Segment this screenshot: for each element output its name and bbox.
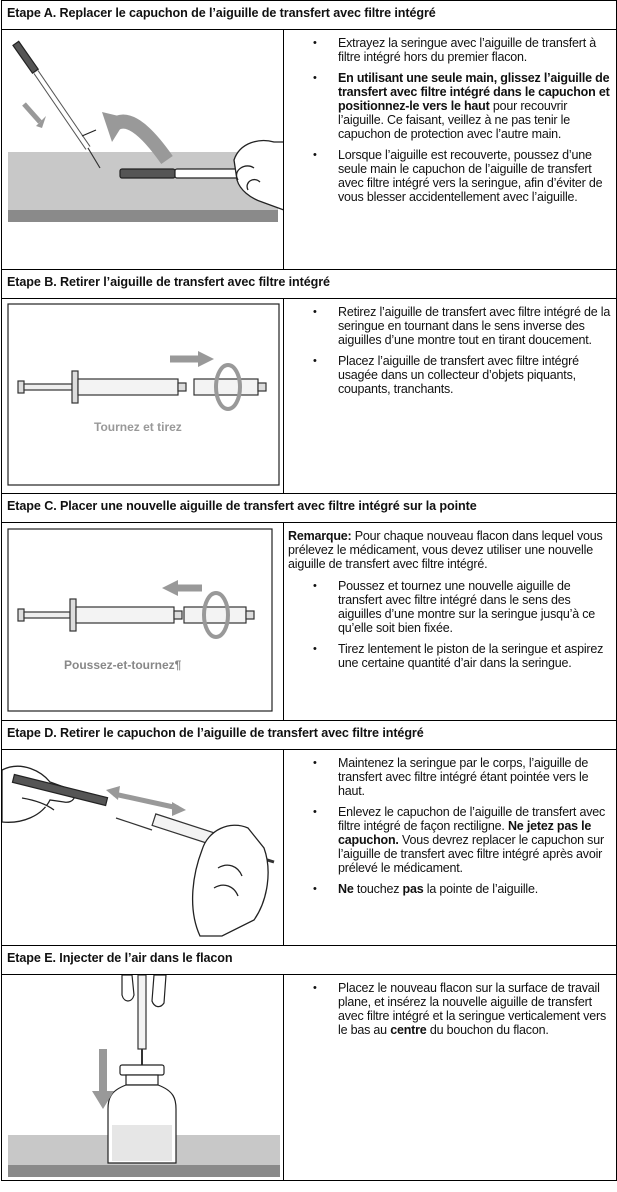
work-surface-edge <box>8 210 278 222</box>
step-b-heading: Etape B. Retirer l’aiguille de transfert… <box>1 269 617 299</box>
text-run: Lorsque l’aiguille est recouverte, pouss… <box>338 148 603 204</box>
new-transfer-needle <box>183 606 255 624</box>
bullet-item: Tirez lentement le piston de la seringue… <box>288 642 612 670</box>
twist-arrow <box>214 363 242 411</box>
step-c-caption: Poussez-et-tournez¶ <box>64 658 182 672</box>
transfer-needle <box>193 378 267 396</box>
step-a-row: Extrayez la seringue avec l’aiguille de … <box>1 29 617 270</box>
text-run: pour recouvrir l’aiguille. Ce faisant, v… <box>338 99 570 141</box>
hand <box>233 139 283 211</box>
note-text: Pour chaque nouveau flacon dans lequel v… <box>288 529 603 571</box>
bullet-item: En utilisant une seule main, glissez l’a… <box>288 71 612 141</box>
right-hand <box>191 824 269 937</box>
bullet-item: Retirez l’aiguille de transfert avec fil… <box>288 305 612 347</box>
text-run: du bouchon du flacon. <box>426 1023 549 1037</box>
bold-text: centre <box>390 1023 427 1037</box>
step-e-text: Placez le nouveau flacon sur la surface … <box>283 974 617 1181</box>
step-e-bullets: Placez le nouveau flacon sur la surface … <box>288 981 612 1037</box>
step-a-illustration <box>1 29 284 270</box>
step-b-row: Tournez et tirez Retirez l’aiguille de t… <box>1 298 617 494</box>
step-c-bullets: Poussez et tournez une nouvelle aiguille… <box>288 579 612 670</box>
pull-apart-arrow <box>113 791 179 811</box>
text-run: Maintenez la seringue par le corps, l’ai… <box>338 756 589 798</box>
twist-arrow <box>202 591 230 639</box>
step-d-text: Maintenez la seringue par le corps, l’ai… <box>283 749 617 946</box>
step-d-heading: Etape D. Retirer le capuchon de l’aiguil… <box>1 720 617 750</box>
step-e-illustration <box>1 974 284 1181</box>
step-e-row: Placez le nouveau flacon sur la surface … <box>1 974 617 1181</box>
step-d-illustration <box>1 749 284 946</box>
bullet-item: Lorsque l’aiguille est recouverte, pouss… <box>288 148 612 204</box>
bullet-item: Placez l’aiguille de transfert avec filt… <box>288 354 612 396</box>
text-run: Enlevez le capuchon de l’aiguille de tra… <box>338 805 606 833</box>
syringe <box>17 370 187 404</box>
syringe-lifted <box>12 40 101 169</box>
work-surface <box>8 152 278 210</box>
step-a-bullets: Extrayez la seringue avec l’aiguille de … <box>288 36 612 204</box>
needle-cap <box>11 773 109 807</box>
text-run: touchez <box>353 882 403 896</box>
bullet-item: Enlevez le capuchon de l’aiguille de tra… <box>288 805 612 875</box>
bold-text: En utilisant une seule main, glissez l’a… <box>338 71 610 113</box>
text-run: Placez le nouveau flacon sur la surface … <box>338 981 607 1037</box>
note-label: Remarque: <box>288 529 352 543</box>
bullet-item: Ne touchez pas la pointe de l’aiguille. <box>288 882 612 896</box>
step-a-heading-row: Etape A. Replacer le capuchon de l’aigui… <box>1 0 617 30</box>
step-b-bullets: Retirez l’aiguille de transfert avec fil… <box>288 305 612 396</box>
bold-text: Ne jetez pas le capuchon. <box>338 819 592 847</box>
step-e-heading-row: Etape E. Injecter de l’air dans le flaco… <box>1 945 617 975</box>
step-b-caption: Tournez et tirez <box>94 420 182 434</box>
step-d-row: Maintenez la seringue par le corps, l’ai… <box>1 749 617 946</box>
work-surface-edge <box>8 1165 280 1177</box>
syringe <box>17 598 183 632</box>
bullet-item: Extrayez la seringue avec l’aiguille de … <box>288 36 612 64</box>
text-run: Tirez lentement le piston de la seringue… <box>338 642 604 670</box>
step-c-text: Remarque: Pour chaque nouveau flacon dan… <box>283 522 617 721</box>
down-arrow <box>22 102 42 124</box>
vial <box>107 1064 177 1164</box>
bullet-item: Poussez et tournez une nouvelle aiguille… <box>288 579 612 635</box>
step-c-heading-row: Etape C. Placer une nouvelle aiguille de… <box>1 493 617 523</box>
text-run: Placez l’aiguille de transfert avec filt… <box>338 354 579 396</box>
step-d-heading-row: Etape D. Retirer le capuchon de l’aiguil… <box>1 720 617 750</box>
bullet-item: Placez le nouveau flacon sur la surface … <box>288 981 612 1037</box>
text-run: la pointe de l’aiguille. <box>423 882 539 896</box>
step-c-row: Poussez-et-tournez¶ Remarque: Pour chaqu… <box>1 522 617 721</box>
text-run: Extrayez la seringue avec l’aiguille de … <box>338 36 596 64</box>
text-run: Retirez l’aiguille de transfert avec fil… <box>338 305 611 347</box>
step-b-text: Retirez l’aiguille de transfert avec fil… <box>283 298 617 494</box>
fingers <box>121 975 167 1008</box>
bullet-item: Maintenez la seringue par le corps, l’ai… <box>288 756 612 798</box>
step-d-bullets: Maintenez la seringue par le corps, l’ai… <box>288 756 612 896</box>
step-c-note: Remarque: Pour chaque nouveau flacon dan… <box>288 529 612 571</box>
step-c-heading: Etape C. Placer une nouvelle aiguille de… <box>1 493 617 523</box>
step-e-heading: Etape E. Injecter de l’air dans le flaco… <box>1 945 617 975</box>
step-b-illustration: Tournez et tirez <box>1 298 284 494</box>
bold-text: pas <box>402 882 424 896</box>
step-a-text: Extrayez la seringue avec l’aiguille de … <box>283 29 617 270</box>
syringe-vertical <box>137 975 147 1067</box>
step-a-heading: Etape A. Replacer le capuchon de l’aigui… <box>1 0 617 30</box>
bold-text: Ne <box>338 882 354 896</box>
step-c-illustration: Poussez-et-tournez¶ <box>1 522 284 721</box>
text-run: Vous devrez replacer le capuchon sur l’a… <box>338 833 604 875</box>
text-run: Poussez et tournez une nouvelle aiguille… <box>338 579 596 635</box>
step-b-heading-row: Etape B. Retirer l’aiguille de transfert… <box>1 269 617 299</box>
